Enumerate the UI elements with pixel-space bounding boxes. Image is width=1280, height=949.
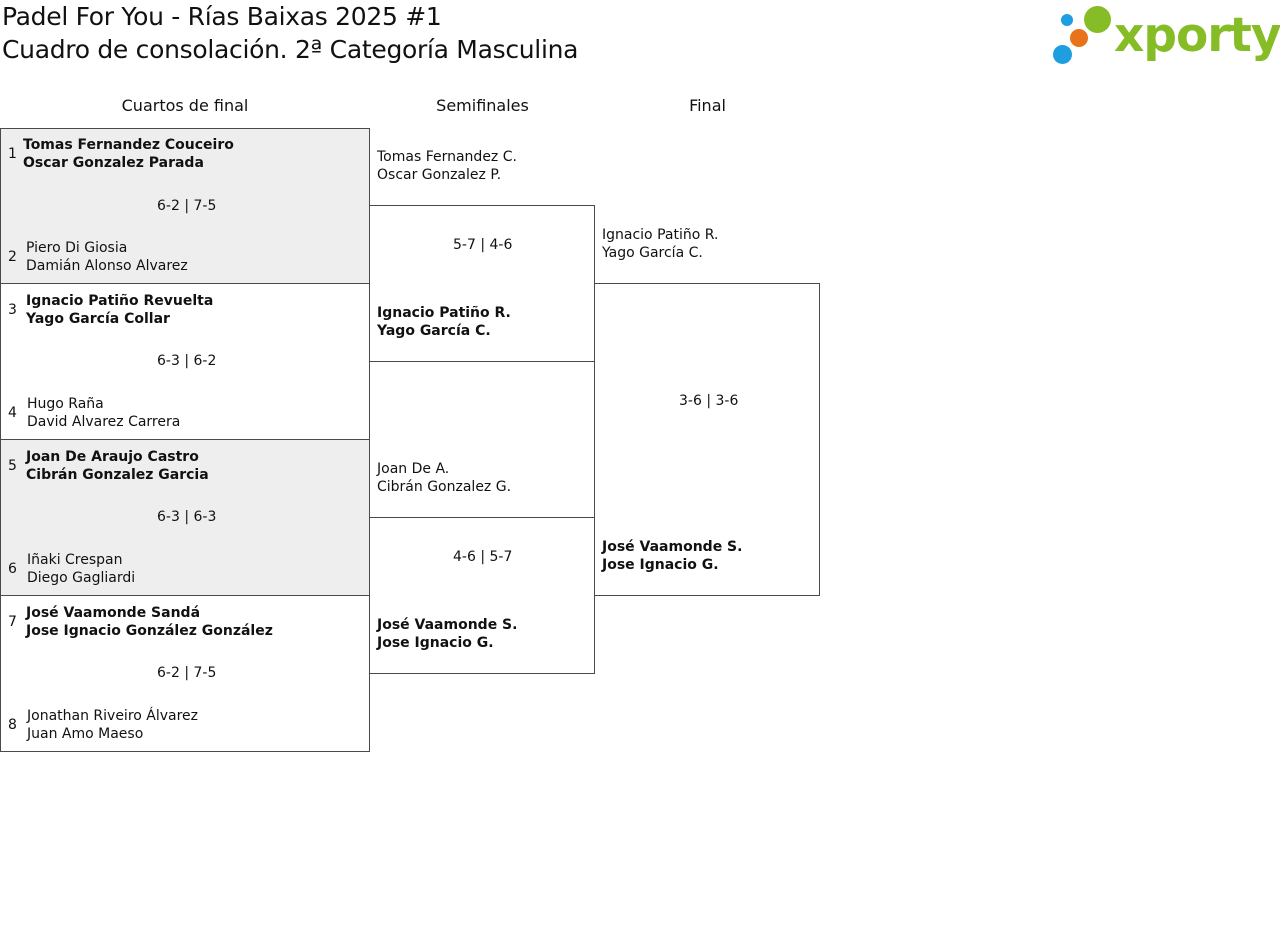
player-name: José Vaamonde S. bbox=[602, 539, 743, 555]
match-score: 6-2 | 7-5 bbox=[157, 198, 217, 214]
pair-winner: José Vaamonde Sandá Jose Ignacio Gonzále… bbox=[26, 604, 273, 640]
match-score: 5-7 | 4-6 bbox=[453, 237, 513, 253]
match-score: 6-3 | 6-3 bbox=[157, 509, 217, 525]
quarterfinal-match-1: 1 Tomas Fernandez Couceiro Oscar Gonzale… bbox=[0, 128, 370, 284]
round-header-quarterfinals: Cuartos de final bbox=[121, 96, 249, 115]
match-score: 4-6 | 5-7 bbox=[453, 549, 513, 565]
round-header-semifinals: Semifinales bbox=[436, 96, 529, 115]
draw-subtitle: Cuadro de consolación. 2ª Categoría Masc… bbox=[2, 35, 579, 64]
seed-number: 8 bbox=[8, 717, 17, 733]
pair-winner: José Vaamonde S. Jose Ignacio G. bbox=[377, 616, 517, 652]
player-name: Yago García C. bbox=[377, 323, 491, 339]
logo-dot-green bbox=[1084, 6, 1111, 33]
semifinal-1-top-pair: Tomas Fernandez C. Oscar Gonzalez P. bbox=[377, 148, 517, 184]
player-name: Ignacio Patiño R. bbox=[377, 305, 511, 321]
pair-winner: José Vaamonde S. Jose Ignacio G. bbox=[602, 538, 742, 574]
player-name: Ignacio Patiño Revuelta bbox=[26, 293, 214, 309]
logo-dot-blue bbox=[1053, 45, 1072, 64]
logo-dot-blue-small bbox=[1061, 14, 1073, 26]
player-name: Jose Ignacio G. bbox=[377, 635, 494, 651]
player-name: Diego Gagliardi bbox=[27, 570, 136, 586]
quarterfinal-match-3: 5 Joan De Araujo Castro Cibrán Gonzalez … bbox=[0, 439, 370, 596]
tournament-title: Padel For You - Rías Baixas 2025 #1 bbox=[2, 2, 442, 31]
player-name: Hugo Raña bbox=[27, 396, 104, 412]
player-name: David Alvarez Carrera bbox=[27, 414, 181, 430]
quarterfinal-match-4: 7 José Vaamonde Sandá Jose Ignacio Gonzá… bbox=[0, 595, 370, 752]
pair-winner: Joan De Araujo Castro Cibrán Gonzalez Ga… bbox=[26, 448, 209, 484]
pair-loser: Jonathan Riveiro Álvarez Juan Amo Maeso bbox=[27, 707, 198, 743]
player-name: Piero Di Giosia bbox=[26, 240, 128, 256]
pair-loser: Hugo Raña David Alvarez Carrera bbox=[27, 395, 180, 431]
player-name: José Vaamonde Sandá bbox=[26, 605, 201, 621]
match-score: 6-2 | 7-5 bbox=[157, 665, 217, 681]
pair-winner: Tomas Fernandez Couceiro Oscar Gonzalez … bbox=[23, 136, 234, 172]
seed-number: 7 bbox=[8, 614, 17, 630]
logo-dot-orange bbox=[1070, 29, 1088, 47]
player-name: José Vaamonde S. bbox=[377, 617, 518, 633]
player-name: Tomas Fernandez Couceiro bbox=[23, 137, 234, 153]
match-score: 3-6 | 3-6 bbox=[679, 393, 739, 409]
seed-number: 4 bbox=[8, 405, 17, 421]
final-top-pair: Ignacio Patiño R. Yago García C. bbox=[602, 226, 718, 262]
seed-number: 5 bbox=[8, 458, 17, 474]
player-name: Yago García C. bbox=[602, 245, 703, 261]
pair-winner: Ignacio Patiño R. Yago García C. bbox=[377, 304, 511, 340]
player-name: Yago García Collar bbox=[26, 311, 170, 327]
player-name: Jose Ignacio González González bbox=[26, 623, 273, 639]
semifinal-2-top-pair: Joan De A. Cibrán Gonzalez G. bbox=[377, 460, 511, 496]
semifinal-match-2: 4-6 | 5-7 José Vaamonde S. Jose Ignacio … bbox=[369, 517, 595, 674]
player-name: Jose Ignacio G. bbox=[602, 557, 719, 573]
player-name: Ignacio Patiño R. bbox=[602, 227, 719, 243]
player-name: Tomas Fernandez C. bbox=[377, 149, 517, 165]
match-score: 6-3 | 6-2 bbox=[157, 353, 217, 369]
player-name: Damián Alonso Alvarez bbox=[26, 258, 188, 274]
player-name: Oscar Gonzalez Parada bbox=[23, 155, 204, 171]
pair-loser: Iñaki Crespan Diego Gagliardi bbox=[27, 551, 135, 587]
semifinal-match-1: 5-7 | 4-6 Ignacio Patiño R. Yago García … bbox=[369, 205, 595, 362]
xporty-logo[interactable]: xporty bbox=[1052, 4, 1280, 68]
seed-number: 3 bbox=[8, 302, 17, 318]
player-name: Iñaki Crespan bbox=[27, 552, 123, 568]
player-name: Joan De A. bbox=[377, 461, 450, 477]
player-name: Cibrán Gonzalez Garcia bbox=[26, 467, 209, 483]
seed-number: 2 bbox=[8, 249, 17, 265]
seed-number: 1 bbox=[8, 146, 17, 162]
quarterfinal-match-2: 3 Ignacio Patiño Revuelta Yago García Co… bbox=[0, 283, 370, 440]
player-name: Juan Amo Maeso bbox=[27, 726, 144, 742]
seed-number: 6 bbox=[8, 561, 17, 577]
player-name: Jonathan Riveiro Álvarez bbox=[27, 708, 199, 724]
player-name: Joan De Araujo Castro bbox=[26, 449, 199, 465]
pair-loser: Piero Di Giosia Damián Alonso Alvarez bbox=[26, 239, 188, 275]
player-name: Cibrán Gonzalez G. bbox=[377, 479, 512, 495]
player-name: Oscar Gonzalez P. bbox=[377, 167, 502, 183]
logo-wordmark: xporty bbox=[1114, 8, 1280, 63]
pair-winner: Ignacio Patiño Revuelta Yago García Coll… bbox=[26, 292, 213, 328]
round-header-final: Final bbox=[689, 96, 726, 115]
final-match: 3-6 | 3-6 José Vaamonde S. Jose Ignacio … bbox=[594, 283, 820, 596]
